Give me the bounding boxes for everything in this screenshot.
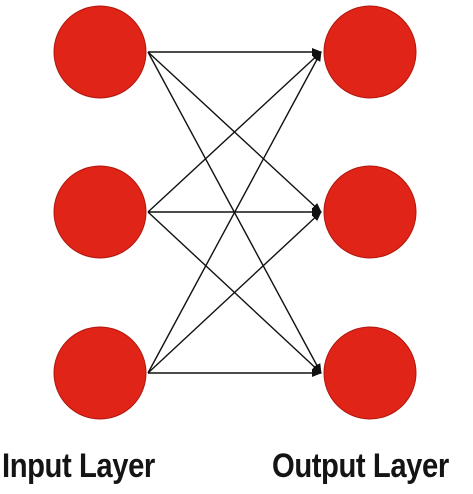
input-node-2 — [53, 165, 147, 259]
nodes-group — [53, 5, 417, 420]
connection-arrow-2-to-1 — [147, 51, 322, 213]
connections-group — [147, 48, 322, 377]
input-node-3 — [53, 326, 147, 420]
output-node-3 — [323, 326, 417, 420]
output-layer-label: Output Layer — [272, 447, 449, 485]
connection-arrow-3-to-1 — [147, 51, 322, 374]
input-node-1 — [53, 5, 147, 99]
input-layer-label: Input Layer — [2, 447, 155, 485]
connection-arrow-3-to-2 — [147, 211, 322, 374]
output-node-2 — [323, 165, 417, 259]
output-node-1 — [323, 5, 417, 99]
